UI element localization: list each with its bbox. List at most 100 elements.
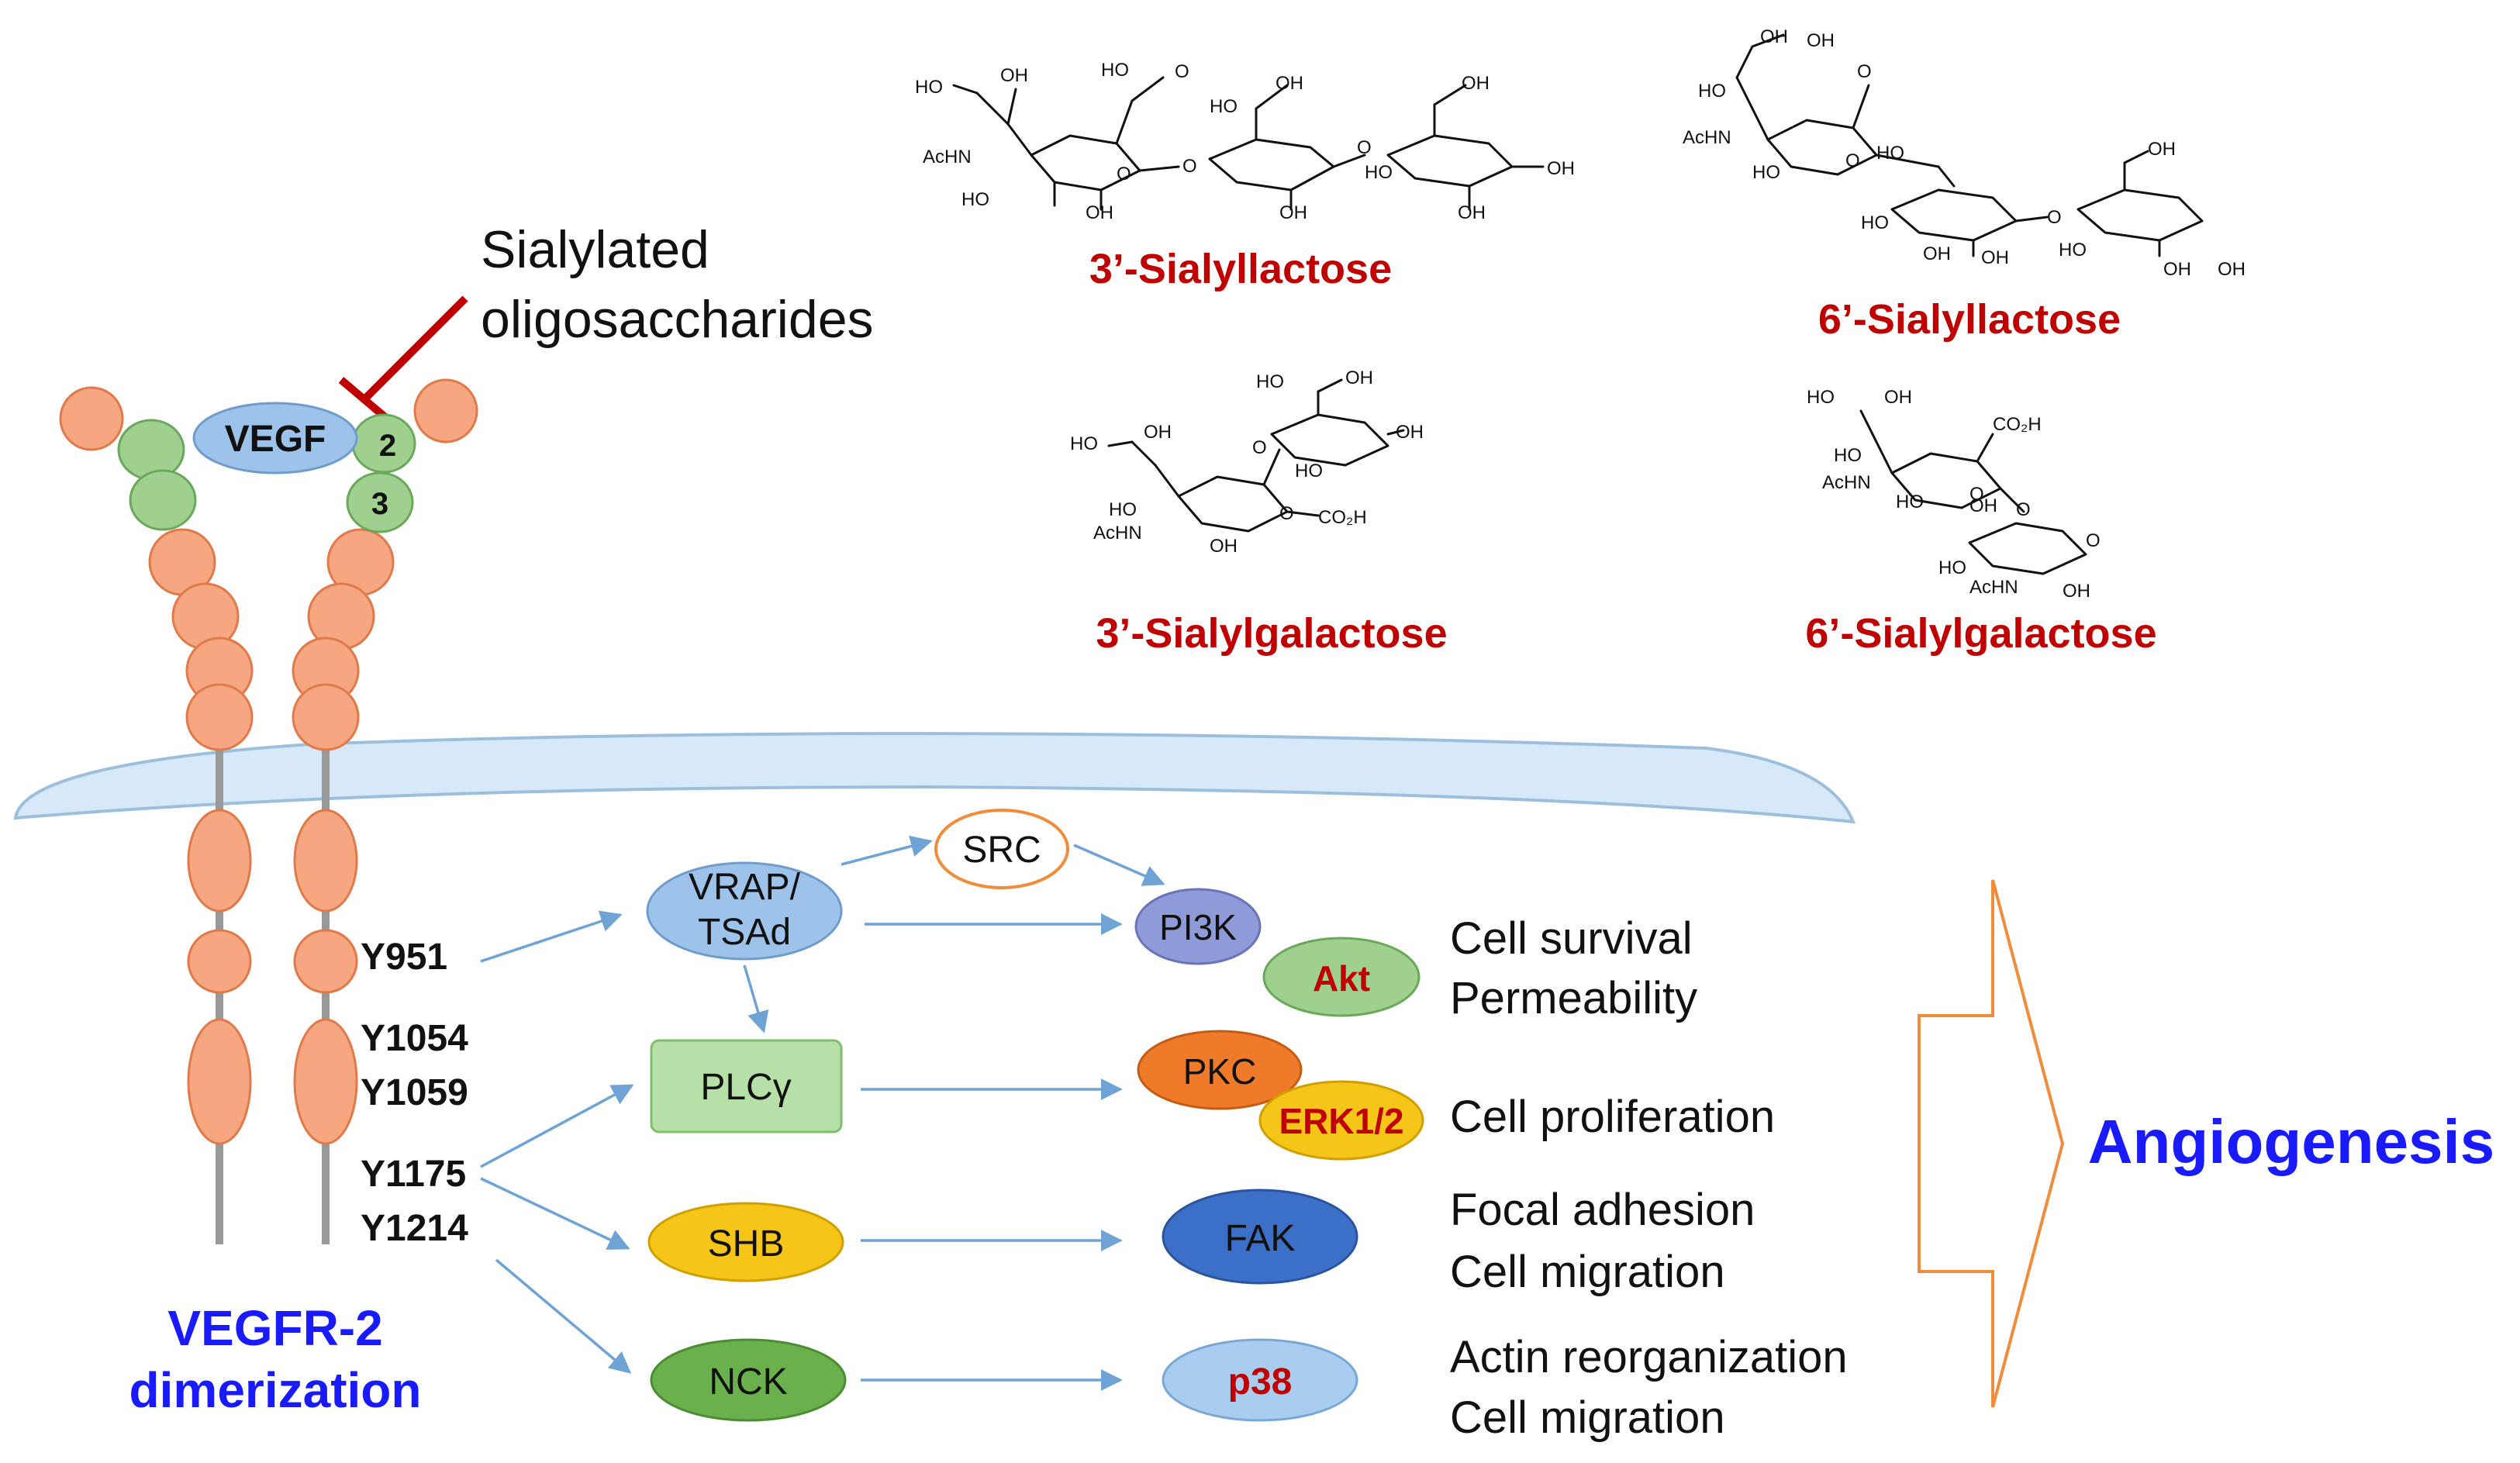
node-akt-label: Akt xyxy=(1313,958,1370,999)
outcome-permeability: Permeability xyxy=(1450,973,1697,1023)
chem-label: OH xyxy=(2218,259,2246,280)
structure-6-sialyllactose: OH OH HO AcHN HO O O HO HO OH OH O OH HO… xyxy=(1683,26,2246,280)
chem-label: HO xyxy=(1295,461,1323,481)
chem-label: HO xyxy=(961,189,989,210)
node-shb xyxy=(647,1202,844,1282)
chem-label: CO₂H xyxy=(1318,507,1367,528)
inhibition-line xyxy=(361,295,468,402)
node-nck-label: NCK xyxy=(709,1361,787,1403)
chem-label: HO xyxy=(1876,143,1904,164)
angiogenesis-label: Angiogenesis xyxy=(2088,1107,2495,1176)
arrow-y1175-shb xyxy=(480,1177,630,1250)
node-pi3k xyxy=(1134,888,1262,965)
residue-y951: Y951 xyxy=(361,937,447,978)
chem-label: OH xyxy=(1923,243,1951,264)
chem-label: HO xyxy=(1938,557,1966,578)
structure-6-sialylgalactose: HO OH CO₂H HO AcHN HO O O OH O HO AcHN O… xyxy=(1807,387,2101,602)
arrow-y951-vrap xyxy=(480,910,623,963)
chem-label: HO xyxy=(1256,371,1284,392)
arrow-src-pi3k xyxy=(1073,844,1165,886)
chem-label: OH xyxy=(2163,259,2191,280)
domain-3-label: 3 xyxy=(371,487,388,521)
node-fak xyxy=(1162,1189,1358,1285)
arrow-y1214-nck xyxy=(495,1258,632,1374)
chem-label: OH xyxy=(1279,202,1307,223)
chem-label: OH xyxy=(1760,26,1788,47)
chem-label: AcHN xyxy=(1822,472,1871,493)
node-nck xyxy=(650,1338,847,1422)
chem-label: HO xyxy=(1101,60,1129,81)
node-akt xyxy=(1262,937,1421,1017)
outcome-cell-proliferation: Cell proliferation xyxy=(1450,1092,1775,1142)
residue-y1175: Y1175 xyxy=(361,1154,466,1195)
chem-label: OH xyxy=(1884,387,1912,408)
structure-3-sialyllactose: HO OH HO O AcHN HO OH O O HO OH OH O OH … xyxy=(915,60,1575,223)
node-vrap-label-line1: VRAP/ xyxy=(689,867,801,908)
chem-label: HO xyxy=(1752,162,1780,183)
chem-label: OH xyxy=(1547,158,1575,179)
chem-label: OH xyxy=(1462,73,1490,94)
chem-label: AcHN xyxy=(923,147,972,167)
inhibitor-label-line2: oligosaccharides xyxy=(481,290,874,349)
receptor-caption-line1: VEGFR-2 xyxy=(167,1300,382,1356)
vegf-ligand xyxy=(192,402,358,474)
chem-label: OH xyxy=(1981,247,2009,268)
chem-label: CO₂H xyxy=(1993,414,2042,435)
node-src-label: SRC xyxy=(962,830,1041,871)
chem-label: OH xyxy=(1276,73,1303,94)
chem-label: OH xyxy=(1144,422,1172,443)
chem-label: HO xyxy=(2059,240,2087,261)
chem-label: O xyxy=(1969,484,1984,505)
structure-3-sialylgalactose: HO OH HO AcHN OH O CO₂H O HO OH HO OH xyxy=(1070,367,1424,557)
node-pkc xyxy=(1137,1030,1303,1110)
chem-label: O xyxy=(2016,499,2031,520)
chem-label: OH xyxy=(1396,422,1424,443)
outcome-cell-migration-1: Cell migration xyxy=(1450,1247,1725,1297)
vegfr2-receptor xyxy=(59,378,478,1244)
arrow-vrap-src xyxy=(841,835,933,866)
node-erk-label: ERK1/2 xyxy=(1279,1101,1403,1141)
chem-label: AcHN xyxy=(1969,577,2018,598)
chem-label: HO xyxy=(1210,96,1238,117)
chem-label: OH xyxy=(1458,202,1486,223)
chem-label: HO xyxy=(1807,387,1835,408)
chem-label: OH xyxy=(2148,139,2176,160)
node-vrap-label-line2: TSAd xyxy=(698,912,791,953)
node-plcg xyxy=(650,1039,843,1133)
node-src xyxy=(934,809,1069,889)
compound-name-3-sialyllactose: 3’-Sialyllactose xyxy=(1089,246,1392,292)
chem-label: HO xyxy=(1861,212,1889,233)
chem-label: HO xyxy=(1365,162,1393,183)
chem-label: HO xyxy=(915,77,943,98)
vegf-label: VEGF xyxy=(225,419,326,460)
arrow-vrap-plcg xyxy=(743,964,769,1033)
node-vrap-tsad xyxy=(646,861,843,961)
chem-label: O xyxy=(1357,137,1372,158)
chem-label: AcHN xyxy=(1093,523,1142,543)
chem-label: HO xyxy=(1834,445,1862,466)
chem-label: O xyxy=(1182,156,1197,177)
chem-label: HO xyxy=(1698,81,1726,102)
chem-label: OH xyxy=(1086,202,1113,223)
node-shb-label: SHB xyxy=(708,1223,785,1265)
outcome-cell-migration-2: Cell migration xyxy=(1450,1392,1725,1443)
chem-label: O xyxy=(1845,150,1860,171)
node-pkc-label: PKC xyxy=(1183,1051,1257,1092)
node-fak-label: FAK xyxy=(1225,1218,1296,1259)
cell-membrane xyxy=(13,732,1856,824)
chem-label: O xyxy=(1857,61,1872,82)
outcome-arrow xyxy=(1918,879,2065,1408)
receptor-caption-line2: dimerization xyxy=(129,1362,422,1418)
signal-arrows xyxy=(480,835,1165,1391)
node-p38-label: p38 xyxy=(1228,1361,1293,1403)
chem-label: O xyxy=(2086,530,2101,551)
compound-name-6-sialylgalactose: 6’-Sialylgalactose xyxy=(1805,610,2156,657)
domain-2-label: 2 xyxy=(379,429,396,463)
chem-label: O xyxy=(1279,503,1294,524)
chem-label: O xyxy=(1252,437,1267,458)
inhibitor-label-line1: Sialylated xyxy=(481,220,709,279)
node-p38 xyxy=(1162,1338,1358,1422)
compound-name-3-sialylgalactose: 3’-Sialylgalactose xyxy=(1096,610,1447,657)
